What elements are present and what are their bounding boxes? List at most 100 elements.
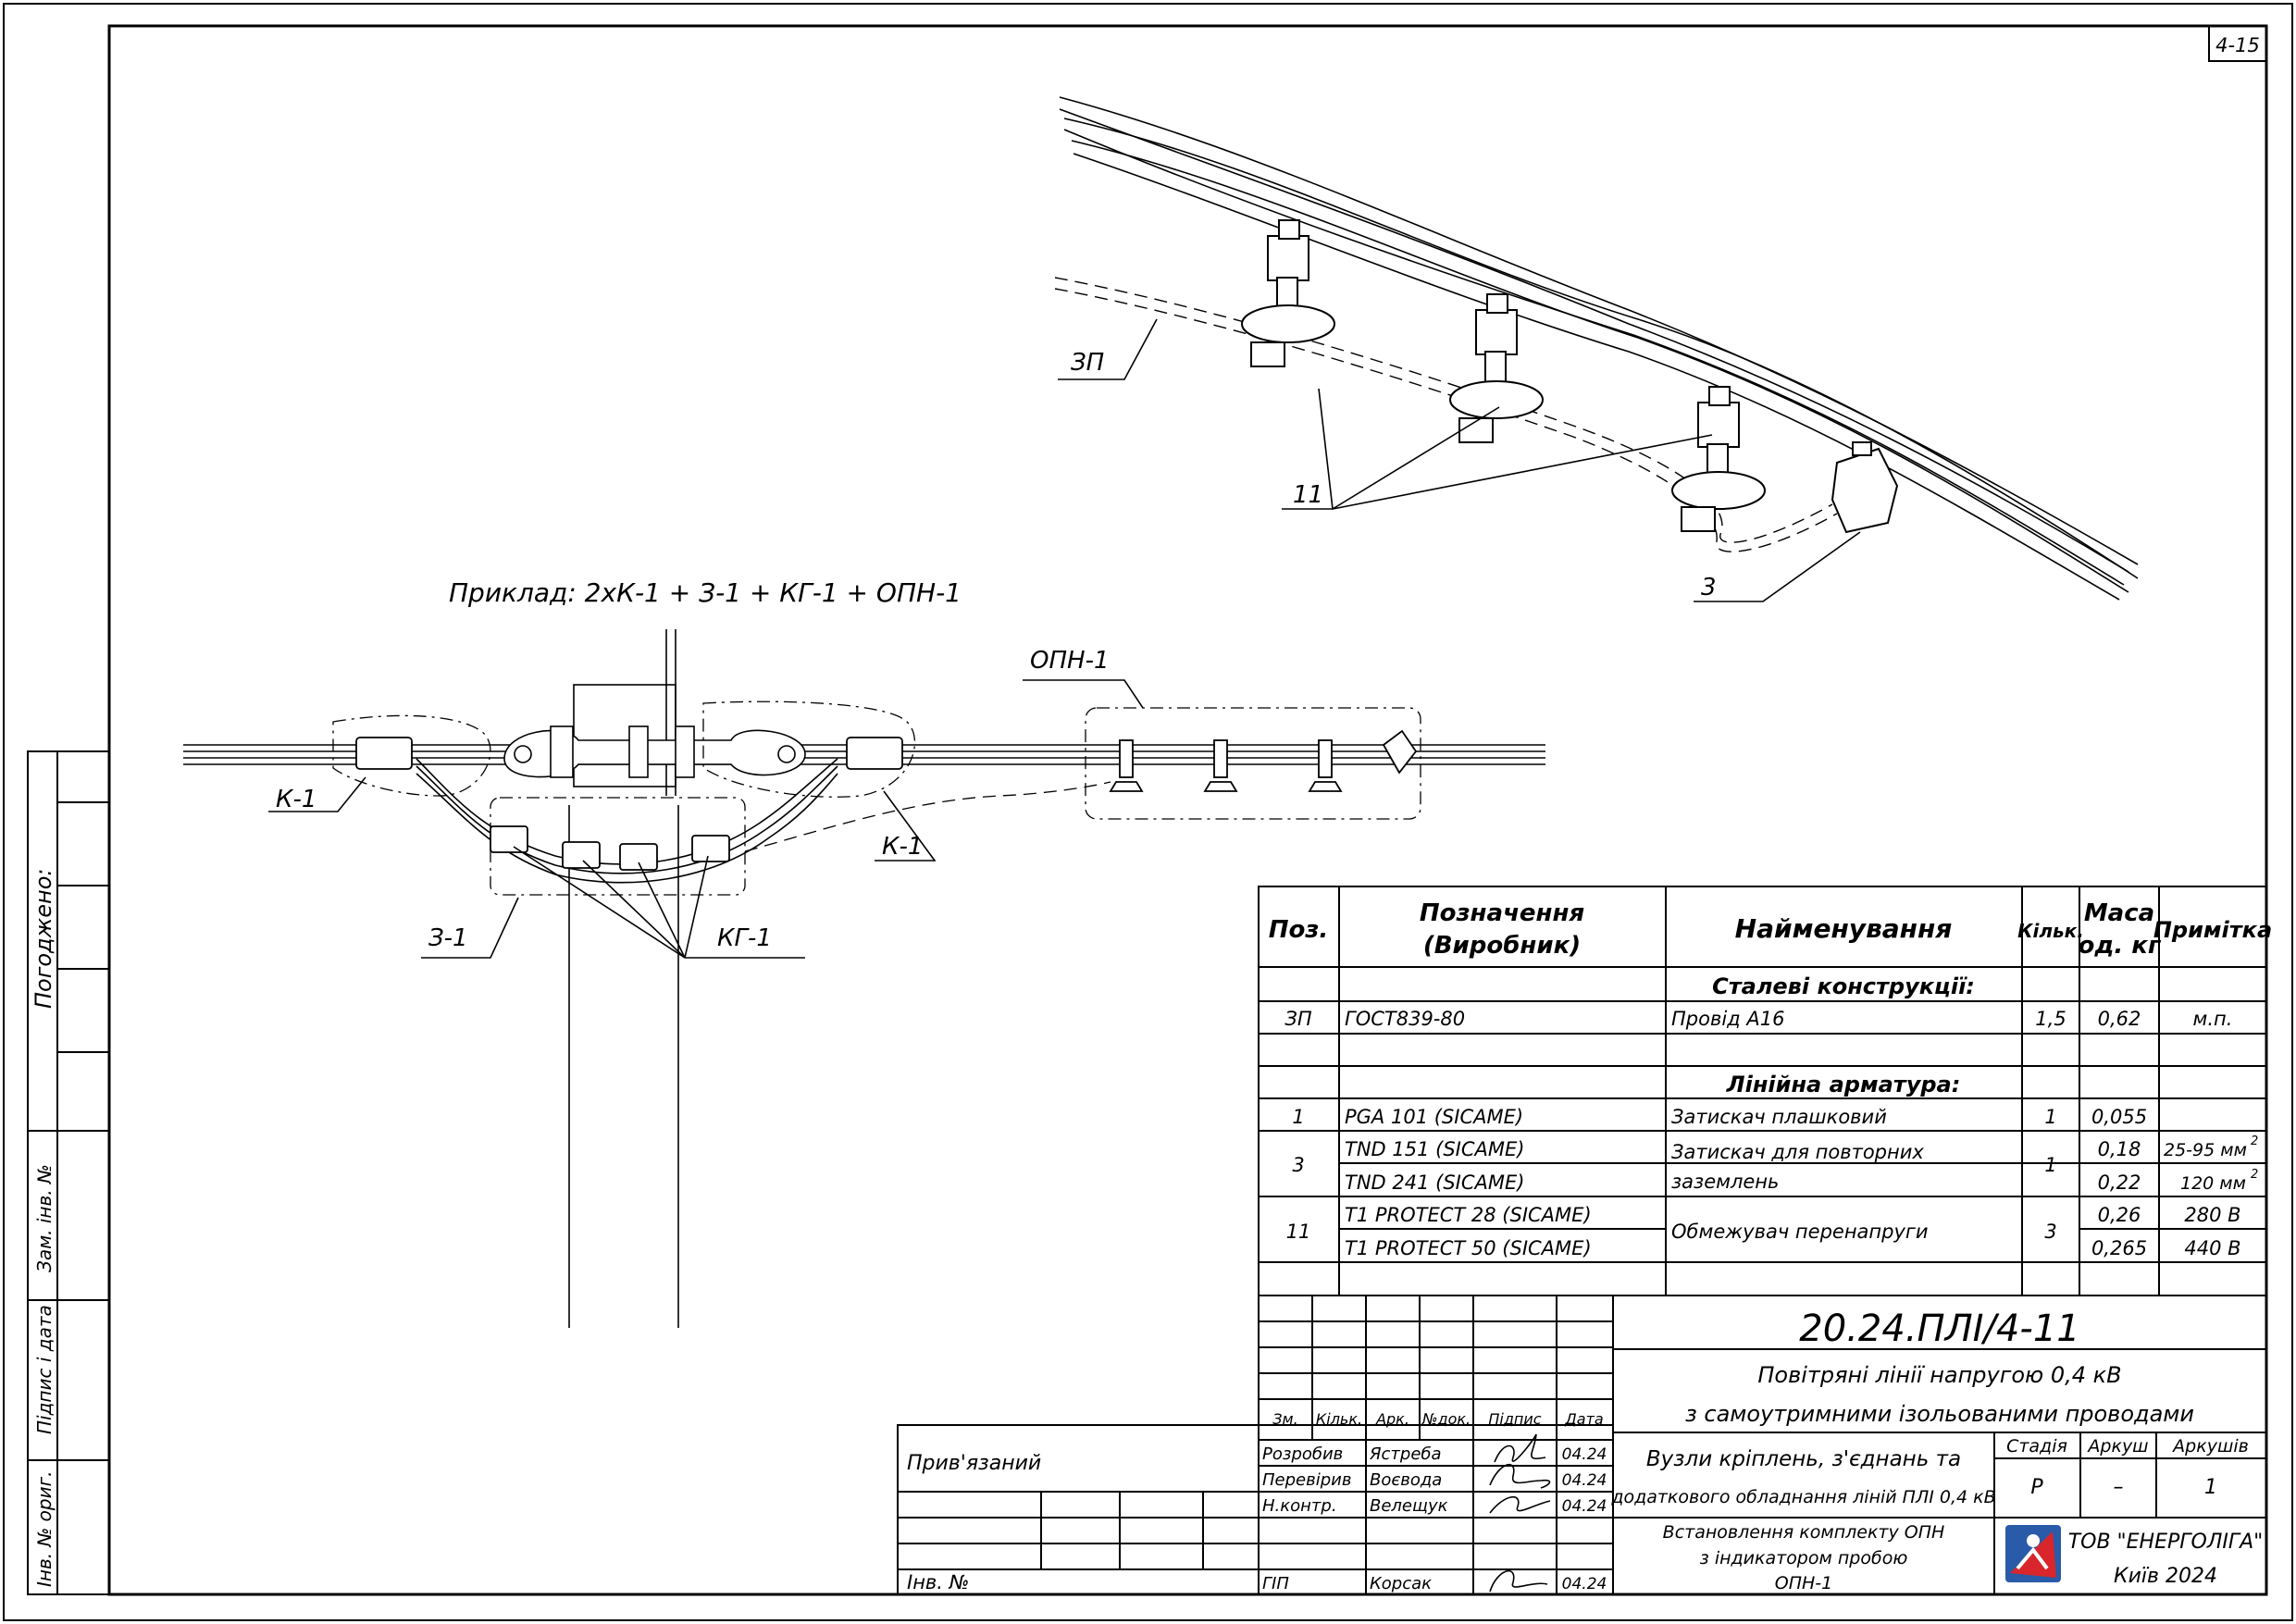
col-data: Дата [1564, 1410, 1603, 1428]
signature-3 [1489, 1496, 1551, 1514]
spec-r3-designation-b: TND 241 (SICAME) [1345, 1172, 1524, 1194]
col-pidpys: Підпис [1488, 1410, 1541, 1428]
callout-k1-left: К-1 [276, 786, 316, 813]
spec-zp-note: м.п. [2193, 1008, 2233, 1030]
spec-r11-designation-b: T1 PROTECT 50 (SICAME) [1345, 1237, 1592, 1259]
col-kilk: Кільк. [1316, 1410, 1362, 1428]
spec-zp-name: Провід А16 [1671, 1008, 1784, 1030]
signature-2 [1489, 1463, 1551, 1489]
inner-frame [107, 24, 2268, 1596]
sheet-label: Аркуш [2086, 1436, 2148, 1457]
callout-zp: ЗП [1071, 349, 1104, 377]
callout-opn1: ОПН-1 [1030, 647, 1110, 675]
arrester-11-c [1671, 386, 1766, 532]
drawing-name-2: з індикатором пробою [1700, 1548, 1908, 1568]
spec-r3-mass-b: 0,22 [2098, 1172, 2141, 1194]
spec-r3-qty: 1 [2044, 1154, 2056, 1176]
sheet-title-1: Вузли кріплень, з'єднань та [1646, 1447, 1961, 1471]
spec-r3-note-a-sup: 2 [2251, 1134, 2258, 1148]
spec-r1-qty: 1 [2044, 1106, 2056, 1128]
role-2: Перевірив [1262, 1470, 1351, 1490]
spec-header-qty: Кільк. [2017, 920, 2084, 942]
tension-brackets [503, 725, 806, 778]
callout-11: 11 [1293, 481, 1323, 509]
spec-header-name: Найменування [1735, 913, 1953, 944]
plan-earth-wire [744, 781, 1111, 852]
name-3: Велещук [1370, 1496, 1448, 1516]
project-line-1: Повітряні лінії напругою 0,4 кВ [1757, 1362, 2121, 1388]
project-line-2: з самоутримними ізольованими проводами [1685, 1401, 2194, 1427]
company-name: ТОВ "ЕНЕРГОЛІГА" [2068, 1531, 2264, 1554]
callout-kg1: КГ-1 [717, 924, 772, 952]
spec-header-mass-1: Маса [2084, 899, 2154, 927]
sheet-code-box [2208, 25, 2267, 62]
pogodzheno-label: Погоджено: [31, 869, 56, 1009]
spec-r11-pos: 11 [1286, 1221, 1311, 1243]
spec-r11-qty: 3 [2044, 1221, 2056, 1243]
spec-r3-name-b: заземлень [1671, 1171, 1779, 1193]
spec-r3-designation-a: TND 151 (SICAME) [1345, 1138, 1524, 1160]
spec-r11-note-a: 280 В [2184, 1204, 2240, 1226]
col-zm: Зм. [1272, 1410, 1297, 1428]
sheet-value: – [2114, 1476, 2124, 1499]
sheet-code: 4-15 [2215, 34, 2260, 56]
name-1: Ястреба [1369, 1444, 1442, 1464]
role-4: ГІП [1262, 1574, 1289, 1593]
plan-leaders [268, 679, 1144, 959]
opn1-arresters [1109, 729, 1418, 792]
spec-r3-pos: 3 [1292, 1154, 1304, 1176]
spec-zp-qty: 1,5 [2035, 1008, 2066, 1030]
spec-header-mass-2: од. кг [2078, 932, 2161, 960]
k1-outlines [332, 700, 1421, 896]
spec-r3-note-b: 120 мм [2180, 1173, 2246, 1194]
stage-label: Стадія [2006, 1436, 2067, 1457]
callout-k1-right: К-1 [882, 833, 923, 861]
spec-r3-note-a: 25-95 мм [2164, 1140, 2247, 1160]
role-1: Розробив [1262, 1444, 1343, 1464]
stage-value: Р [2030, 1476, 2043, 1499]
spec-table-grid [1258, 886, 2267, 1296]
signatures [1489, 1433, 1551, 1593]
arrester-11-a [1241, 219, 1335, 367]
spec-zp-pos: ЗП [1285, 1008, 1311, 1030]
upper-leaders [1058, 318, 1861, 602]
drawing-name-1: Встановлення комплекту ОПН [1663, 1522, 1945, 1543]
spec-header-note: Примітка [2153, 917, 2272, 943]
spec-r3-name-a: Затискач для повторних [1671, 1141, 1924, 1163]
inv-no-label: Інв. № [907, 1571, 970, 1593]
title-block-grid [897, 1295, 2267, 1595]
callout-3: 3 [1701, 574, 1717, 601]
inv-orig-label: Інв. № ориг. [33, 1471, 56, 1587]
spec-r3-mass-a: 0,18 [2098, 1138, 2141, 1160]
spec-r1-pos: 1 [1292, 1106, 1304, 1128]
zam-inv-label: Зам. інв. № [33, 1164, 56, 1272]
sheets-label: Аркушів [2171, 1436, 2249, 1457]
spec-r11-mass-a: 0,26 [2098, 1204, 2141, 1226]
upper-earth-wire-zp [1054, 277, 1838, 552]
upper-cable-bundle [1059, 96, 2139, 601]
spec-zp-designation: ГОСТ839-80 [1345, 1008, 1465, 1030]
spec-r3-note-b-sup: 2 [2251, 1168, 2258, 1182]
doc-code: 20.24.ПЛІ/4-11 [1799, 1308, 2079, 1350]
col-ndok: №док. [1421, 1410, 1471, 1428]
pole [568, 629, 679, 1328]
spec-section-fittings: Лінійна арматура: [1726, 1072, 1961, 1097]
spec-r11-note-b: 440 В [2184, 1237, 2240, 1259]
spec-r1-name: Затискач плашковий [1671, 1106, 1887, 1128]
col-ark: Арк. [1375, 1410, 1409, 1428]
sheet-title-2: додаткового обладнання ліній ПЛІ 0,4 кВ [1610, 1487, 1995, 1507]
signature-1 [1494, 1433, 1546, 1463]
company-logo [2005, 1525, 2061, 1582]
name-2: Воєвода [1370, 1470, 1442, 1490]
date-4: 04.24 [1562, 1575, 1607, 1593]
spec-section-steel: Сталеві конструкції: [1712, 973, 1975, 999]
date-2: 04.24 [1562, 1471, 1607, 1490]
date-1: 04.24 [1562, 1445, 1607, 1464]
name-4: Корсак [1370, 1574, 1432, 1593]
sheets-value: 1 [2204, 1476, 2217, 1499]
clamps-kg1 [490, 825, 730, 871]
role-3: Н.контр. [1262, 1496, 1337, 1516]
left-strip [27, 750, 110, 1595]
spec-r1-designation: PGA 101 (SICAME) [1345, 1106, 1523, 1128]
